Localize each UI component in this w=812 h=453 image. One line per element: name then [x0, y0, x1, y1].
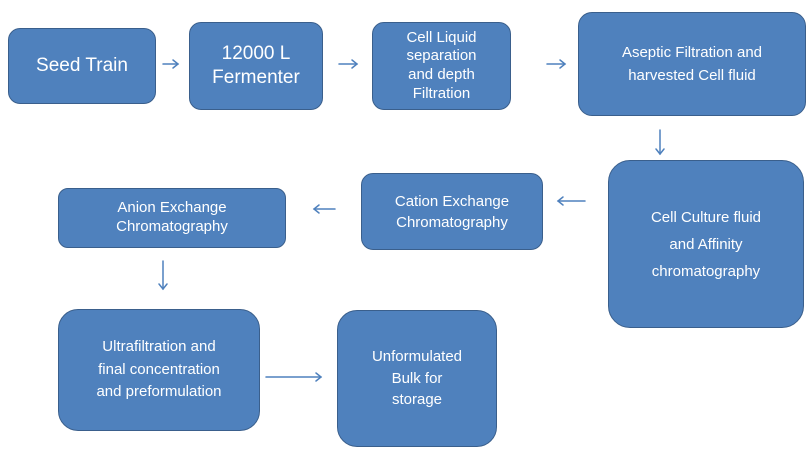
- node-unformulated-bulk: Unformulated Bulk for storage: [337, 310, 497, 447]
- arrow-cation-to-anion: [312, 204, 336, 214]
- node-fermenter: 12000 L Fermenter: [189, 22, 323, 110]
- node-cation-exchange: Cation Exchange Chromatography: [361, 173, 543, 250]
- node-anion-exchange: Anion Exchange Chromatography: [58, 188, 286, 248]
- arrow-seed-to-fermenter: [162, 59, 180, 69]
- node-affinity-chromatography: Cell Culture fluid and Affinity chromato…: [608, 160, 804, 328]
- arrow-ultrafiltration-to-bulk: [265, 372, 323, 382]
- arrow-fermenter-to-separation: [338, 59, 359, 69]
- node-ultrafiltration: Ultrafiltration and final concentration …: [58, 309, 260, 431]
- arrow-affinity-to-cation: [556, 196, 586, 206]
- node-seed-train: Seed Train: [8, 28, 156, 104]
- arrow-separation-to-aseptic: [546, 59, 567, 69]
- arrow-anion-to-ultrafiltration: [158, 260, 168, 291]
- node-cell-liquid-separation: Cell Liquid separation and depth Filtrat…: [372, 22, 511, 110]
- node-aseptic-filtration: Aseptic Filtration and harvested Cell fl…: [578, 12, 806, 116]
- arrow-aseptic-to-affinity: [655, 129, 665, 156]
